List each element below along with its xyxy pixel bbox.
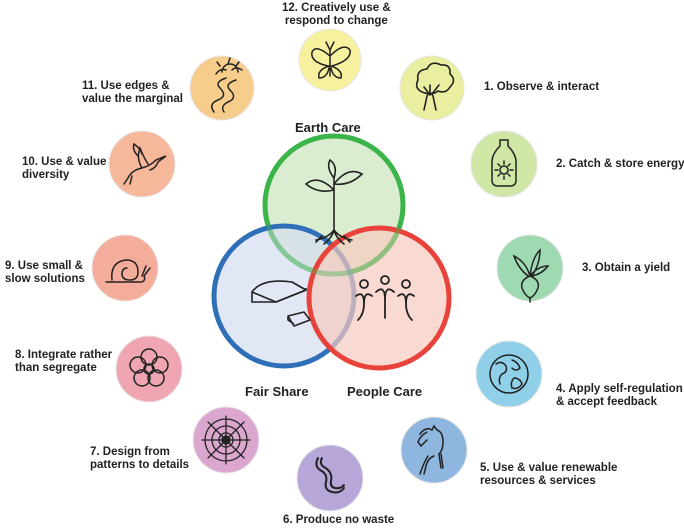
principle-circle-10 — [108, 130, 176, 198]
principle-circle-11 — [189, 55, 255, 121]
ethics-venn — [211, 133, 452, 371]
beet-icon — [512, 248, 550, 303]
tree-icon — [415, 62, 455, 111]
earth-care-label: Earth Care — [295, 120, 361, 135]
principle-circle-7 — [192, 406, 260, 474]
hummingbird-icon — [123, 142, 167, 185]
principle-circle-12 — [298, 28, 362, 92]
jar-icon — [491, 139, 517, 187]
spiderweb-icon — [201, 415, 251, 465]
principle-circle-2 — [470, 130, 538, 198]
river-icon — [211, 57, 243, 113]
principle-circle-8 — [115, 335, 183, 403]
flower-icon — [129, 348, 169, 387]
principle-label-2: 2. Catch & store energy — [556, 158, 684, 170]
principle-label-11: 11. Use edges &value the marginal — [82, 80, 183, 105]
seedling-icon — [304, 158, 364, 245]
principle-circle-1 — [399, 55, 465, 121]
principle-label-12: 12. Creatively use &respond to change — [282, 2, 391, 27]
principle-circle-4 — [475, 340, 543, 408]
people-care-label: People Care — [347, 384, 423, 399]
principle-label-6: 6. Produce no waste — [283, 514, 395, 526]
principle-circle-3 — [496, 234, 564, 303]
principle-circle-6 — [296, 444, 364, 512]
principle-label-4: 4. Apply self-regulation& accept feedbac… — [556, 383, 683, 408]
principle-circle-9 — [91, 234, 159, 302]
principle-label-3: 3. Obtain a yield — [582, 262, 671, 274]
principle-label-1: 1. Observe & interact — [484, 81, 600, 93]
horse-icon — [417, 424, 444, 475]
people-icon — [355, 275, 415, 321]
fair-share-label: Fair Share — [245, 384, 309, 399]
principle-label-9: 9. Use small &slow solutions — [5, 260, 85, 285]
principle-circle-5 — [400, 416, 468, 484]
globe-icon — [489, 354, 529, 394]
butterfly-icon — [311, 41, 351, 79]
snail-icon — [105, 259, 151, 283]
worm-icon — [315, 457, 345, 494]
people-care-circle — [306, 225, 452, 371]
sharing-pie-icon — [251, 280, 311, 327]
